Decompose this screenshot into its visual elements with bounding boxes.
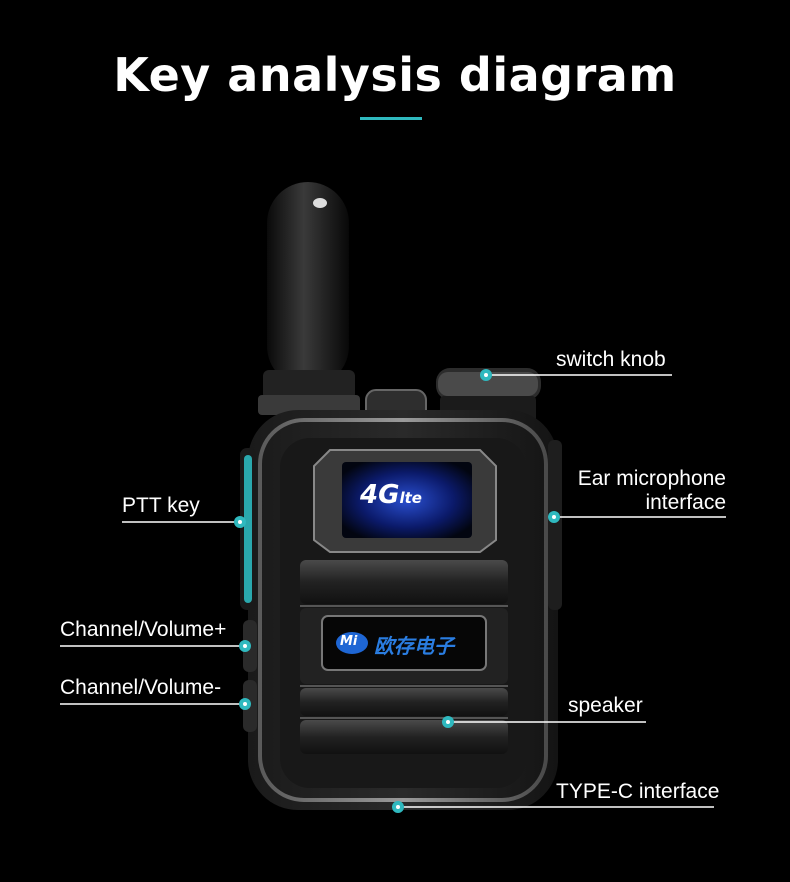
label-ear-mic: Ear microphone interface xyxy=(577,467,726,514)
badge-text: 欧存电子 xyxy=(374,634,454,658)
label-channel-up: Channel/Volume+ xyxy=(60,618,227,641)
screen-4g-text: 4Glte xyxy=(360,480,422,510)
label-channel-down: Channel/Volume- xyxy=(60,676,222,699)
ear-mic-port-shape xyxy=(548,440,562,610)
antenna xyxy=(258,182,360,415)
badge-logo-text: Mi xyxy=(340,634,358,649)
title-underline xyxy=(360,117,422,120)
screen xyxy=(313,449,497,553)
brand-logo-icon xyxy=(336,632,368,654)
brand-badge xyxy=(321,615,487,671)
page-title: Key analysis diagram xyxy=(113,48,677,102)
callout-lines xyxy=(60,374,726,808)
label-speaker: speaker xyxy=(568,694,643,717)
label-switch-knob: switch knob xyxy=(556,348,666,371)
callout-dot-centers xyxy=(238,373,556,809)
ptt-key-accent xyxy=(244,455,252,603)
label-ptt-key: PTT key xyxy=(122,494,200,517)
device-rim xyxy=(258,418,548,802)
label-type-c: TYPE-C interface xyxy=(556,780,720,803)
